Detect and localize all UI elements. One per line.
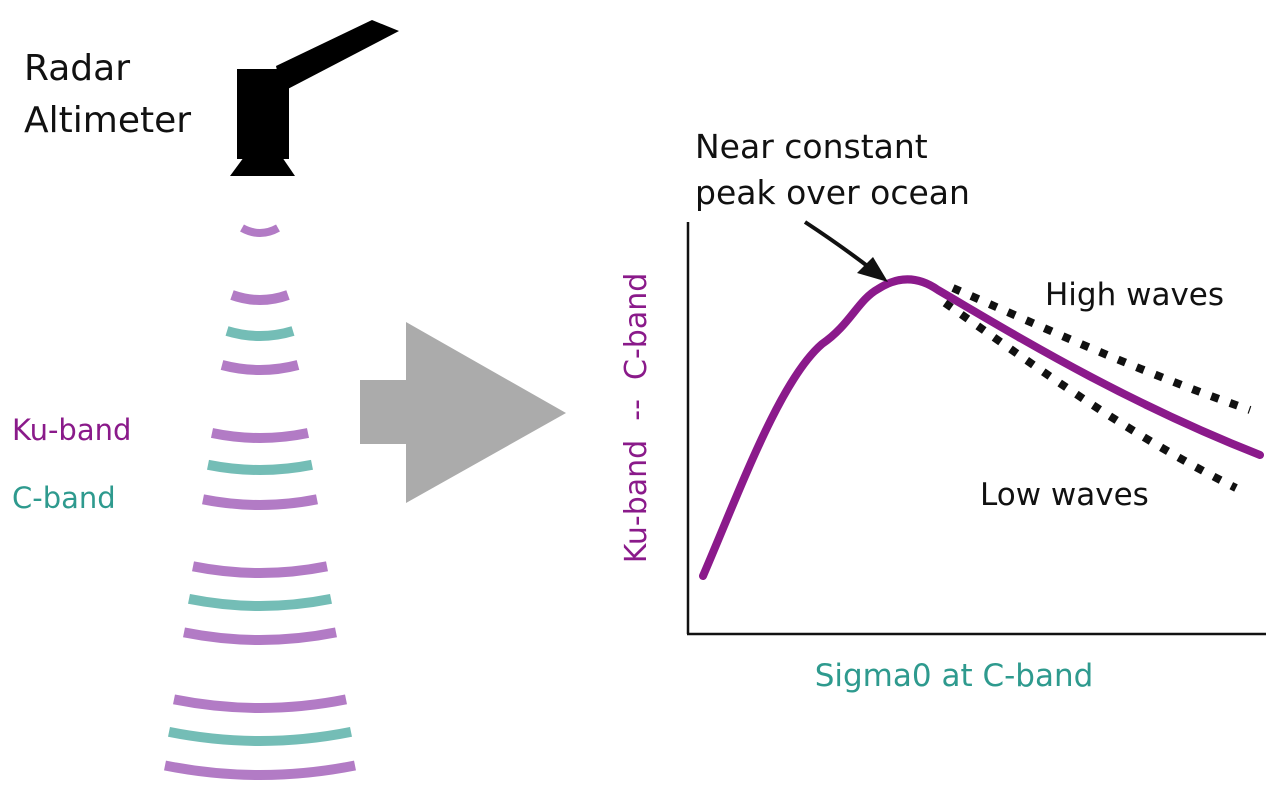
radar-pulses xyxy=(164,224,356,780)
x-axis-label: Sigma0 at C-band xyxy=(815,658,1094,694)
peak-annotation-arrowhead xyxy=(857,257,888,282)
chart: Ku-band -- C-band Sigma0 at C-band Near … xyxy=(619,127,1266,694)
c-band-pulse xyxy=(188,593,332,611)
c-band-pulse xyxy=(168,726,352,746)
c-band-pulse xyxy=(225,326,295,341)
ku-band-pulse xyxy=(183,627,337,645)
flow-arrow xyxy=(360,322,566,503)
c-band-pulse xyxy=(207,459,313,475)
altimeter-body xyxy=(237,69,289,159)
instrument-label-line1: Radar xyxy=(24,48,130,89)
peak-annotation-line1: Near constant xyxy=(695,127,928,166)
low-waves-series xyxy=(942,299,1238,492)
ku-band-pulse xyxy=(220,360,300,375)
ku-band-pulse xyxy=(202,494,318,510)
c-band-legend-label: C-band xyxy=(12,481,116,515)
y-axis-label: Ku-band -- C-band xyxy=(619,273,654,564)
low-waves-label: Low waves xyxy=(980,477,1149,513)
altimeter-icon xyxy=(230,20,399,176)
ku-band-legend-label: Ku-band xyxy=(12,413,131,447)
high-waves-label: High waves xyxy=(1045,277,1224,313)
instrument-label-line2: Altimeter xyxy=(24,100,191,141)
altimeter-antenna-arm xyxy=(276,20,399,92)
ku-band-pulse xyxy=(240,224,280,237)
ku-band-pulse xyxy=(230,290,290,305)
mean-ku-minus-c-series xyxy=(699,275,1264,580)
ku-band-pulse xyxy=(173,694,347,713)
peak-annotation-line2: peak over ocean xyxy=(695,173,970,212)
ku-band-pulse xyxy=(164,760,356,780)
ku-band-pulse xyxy=(192,561,328,578)
altimeter-base xyxy=(230,157,295,176)
peak-annotation-arrow xyxy=(803,220,872,270)
ku-band-pulse xyxy=(210,428,310,443)
